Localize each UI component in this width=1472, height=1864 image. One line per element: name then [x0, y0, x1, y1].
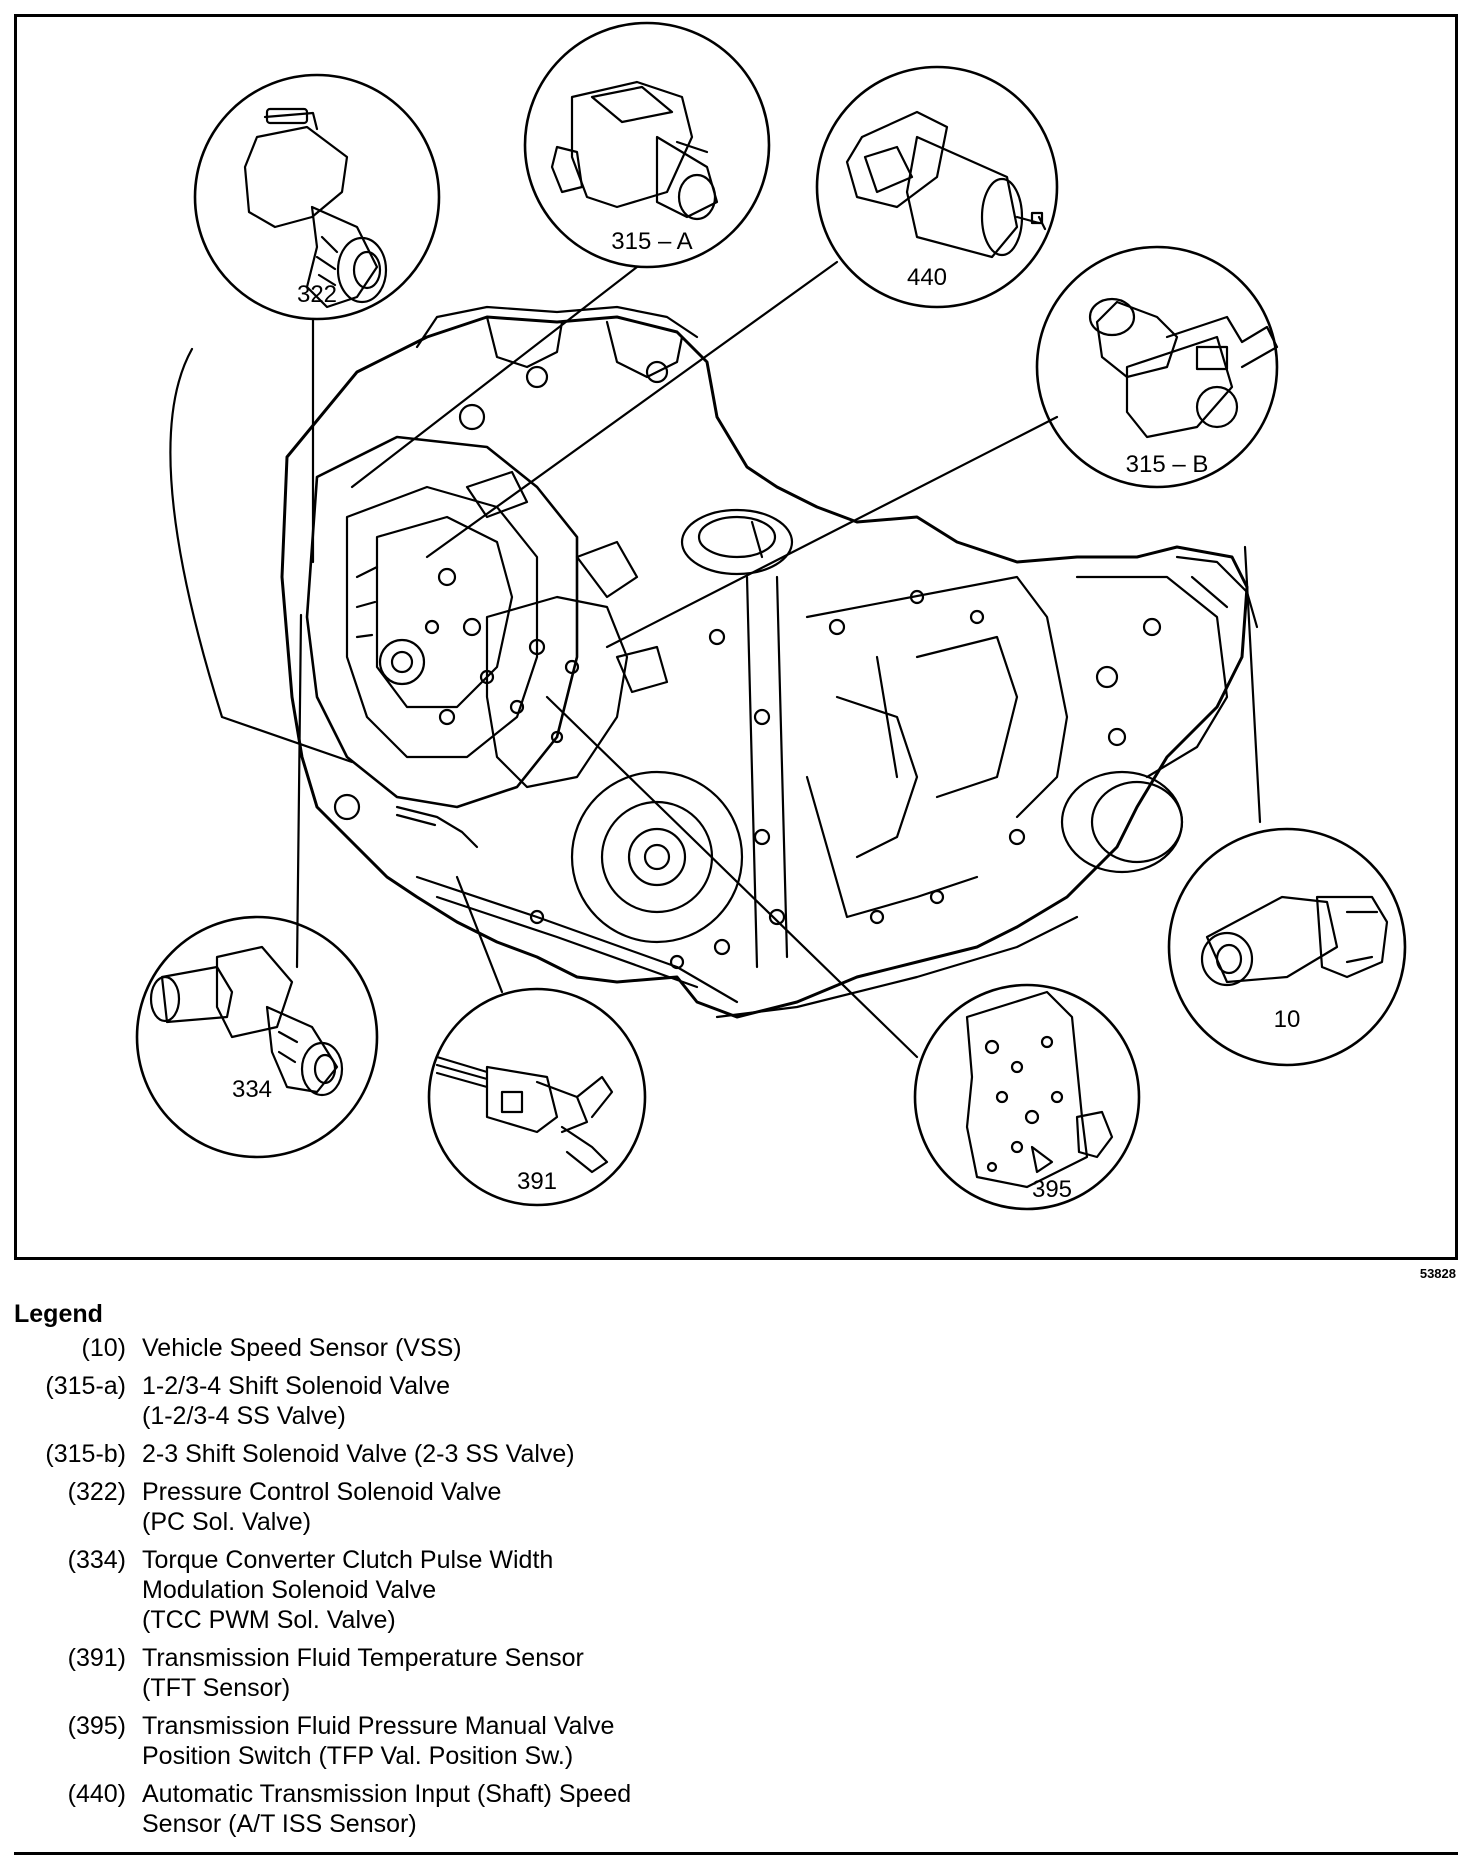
legend-entry-line: (PC Sol. Valve): [142, 1508, 312, 1536]
legend-entry-line: Sensor (A/T ISS Sensor): [142, 1810, 417, 1838]
leader-440: [425, 260, 839, 559]
callout-label-322: 322: [297, 281, 337, 308]
callout-391: [427, 987, 647, 1207]
legend-entry-line: (TCC PWM Sol. Valve): [142, 1606, 396, 1634]
legend-entry-description: Vehicle Speed Sensor (VSS): [142, 1333, 462, 1363]
legend-entry: (10) Vehicle Speed Sensor (VSS): [14, 1333, 1454, 1363]
callout-10: [1167, 827, 1407, 1067]
leader-315a: [350, 265, 639, 489]
transmission-assembly: [280, 305, 1259, 1019]
callout-322: [193, 73, 441, 321]
legend: Legend (10) Vehicle Speed Sensor (VSS) (31…: [14, 1300, 1454, 1847]
leader-lines: [169, 260, 1262, 1059]
legend-entry-description: Automatic Transmission Input (Shaft) Spe…: [142, 1779, 631, 1839]
legend-entry-line: Position Switch (TFP Val. Position Sw.): [142, 1742, 574, 1770]
legend-entry-line: 1-2/3-4 Shift Solenoid Valve: [142, 1372, 451, 1400]
legend-title: Legend: [14, 1300, 103, 1328]
pressure-control-solenoid-part: [243, 107, 388, 309]
figure-code: 53828: [1419, 1266, 1456, 1281]
callout-440: [815, 65, 1059, 309]
callout-334: [135, 915, 379, 1159]
legend-entry-line: Pressure Control Solenoid Valve: [142, 1478, 502, 1506]
legend-entry: (440) Automatic Transmission Input (Shaft…: [14, 1779, 1454, 1839]
legend-entry-line: Transmission Fluid Pressure Manual Valve: [142, 1712, 615, 1740]
legend-entry-description: Transmission Fluid Pressure Manual Valve…: [142, 1711, 614, 1771]
legend-entry-line: 2-3 Shift Solenoid Valve (2-3 SS Valve): [142, 1440, 575, 1468]
pressure-switch-plate-part: [965, 990, 1114, 1189]
callout-label-440: 440: [907, 264, 947, 291]
leader-395: [545, 695, 919, 1059]
legend-entry-number: (391): [67, 1644, 126, 1672]
callout-label-315a: 315 – A: [611, 228, 692, 255]
legend-entry-line: Automatic Transmission Input (Shaft) Spe…: [142, 1780, 632, 1808]
callout-label-334: 334: [232, 1076, 272, 1103]
vehicle-speed-sensor-part: [1200, 895, 1389, 987]
legend-entry: (315-b) 2-3 Shift Solenoid Valve (2-3 SS …: [14, 1439, 1454, 1469]
legend-entry: (334) Torque Converter Clutch Pulse Width…: [14, 1545, 1454, 1635]
fluid-temp-sensor-part: [435, 1055, 614, 1174]
legend-entry-number: (10): [81, 1334, 126, 1362]
legend-entry-line: Transmission Fluid Temperature Sensor: [142, 1644, 584, 1672]
legend-entry-description: 1-2/3-4 Shift Solenoid Valve(1-2/3-4 SS …: [142, 1371, 450, 1431]
bottom-divider: [14, 1852, 1458, 1855]
legend-entry-number: (322): [67, 1478, 126, 1506]
legend-entry-description: Transmission Fluid Temperature Sensor(TF…: [142, 1643, 584, 1703]
callout-label-10: 10: [1274, 1006, 1301, 1033]
callout-labels: 322 315 – A 440 315 – B 10 395 391 334: [232, 228, 1300, 1203]
legend-entry-line: (1-2/3-4 SS Valve): [142, 1402, 346, 1430]
callout-315a: [523, 21, 771, 269]
legend-entry-line: (TFT Sensor): [142, 1674, 291, 1702]
legend-entry-number: (334): [67, 1546, 126, 1574]
legend-entry: (395) Transmission Fluid Pressure Manual …: [14, 1711, 1454, 1771]
leader-322-b: [169, 347, 354, 764]
transmission-diagram: 322 315 – A 440 315 – B 10 395 391 334: [135, 21, 1407, 1211]
diagram-frame: 322 315 – A 440 315 – B 10 395 391 334: [14, 14, 1458, 1260]
legend-entry-description: Pressure Control Solenoid Valve(PC Sol. …: [142, 1477, 501, 1537]
shift-solenoid-a-part: [550, 80, 719, 221]
callout-315b: [1035, 245, 1279, 489]
callout-label-395: 395: [1032, 1176, 1072, 1203]
legend-entry-number: (315-a): [45, 1372, 126, 1400]
legend-entry-number: (315-b): [45, 1440, 126, 1468]
callout-395: [913, 983, 1141, 1211]
legend-entries: (10) Vehicle Speed Sensor (VSS) (315-a) 1-2…: [14, 1333, 1454, 1839]
legend-entry: (315-a) 1-2/3-4 Shift Solenoid Valve(1-2/…: [14, 1371, 1454, 1431]
legend-entry-number: (440): [67, 1780, 126, 1808]
legend-entry: (322) Pressure Control Solenoid Valve(PC …: [14, 1477, 1454, 1537]
legend-entry-line: Torque Converter Clutch Pulse Width: [142, 1546, 554, 1574]
legend-entry-line: Vehicle Speed Sensor (VSS): [142, 1334, 462, 1362]
legend-entry-line: Modulation Solenoid Valve: [142, 1576, 437, 1604]
leader-334: [295, 613, 303, 969]
input-speed-sensor-part: [845, 110, 1047, 259]
shift-solenoid-b-part: [1088, 297, 1279, 439]
legend-entry: (391) Transmission Fluid Temperature Sens…: [14, 1643, 1454, 1703]
legend-entry-description: 2-3 Shift Solenoid Valve (2-3 SS Valve): [142, 1439, 575, 1469]
tcc-pwm-solenoid-part: [149, 945, 344, 1097]
legend-entry-number: (395): [67, 1712, 126, 1740]
leader-315b: [605, 415, 1059, 649]
callout-label-391: 391: [517, 1168, 557, 1195]
callout-label-315b: 315 – B: [1126, 451, 1209, 478]
